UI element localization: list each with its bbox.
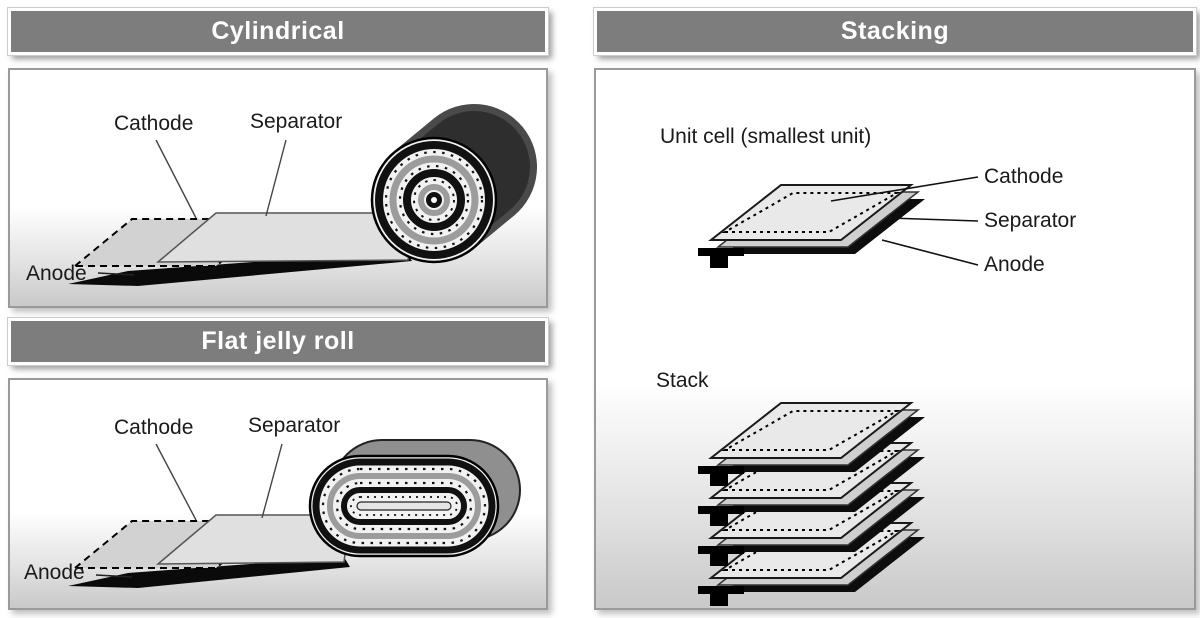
- label-anode: Anode: [984, 253, 1045, 276]
- label-separator: Separator: [248, 414, 341, 437]
- anode-leader-line: [881, 239, 979, 266]
- cylindrical-panel-header: Cylindrical: [7, 7, 549, 56]
- stacking-panel-title: Stacking: [840, 17, 950, 45]
- flat-roll-cross-section: [308, 454, 500, 558]
- stacking-illustration: [697, 176, 979, 607]
- stack-illustration: [697, 402, 926, 607]
- label-cathode: Cathode: [114, 416, 194, 439]
- anode-leader-line: [95, 574, 133, 578]
- separator-leader-line: [261, 443, 283, 519]
- anode-leader-line: [97, 272, 135, 276]
- cylindrical-illustration: [68, 104, 537, 286]
- label-anode: Anode: [24, 561, 85, 584]
- cylindrical-panel-title: Cylindrical: [211, 17, 345, 45]
- anode-sheet: [68, 557, 350, 588]
- flat-jelly-roll-illustration: [68, 439, 521, 588]
- cylindrical-panel-body: Cathode Separator Anode: [8, 68, 548, 308]
- cathode-leader-line: [830, 176, 979, 202]
- cathode-leader-line: [155, 139, 197, 219]
- stacking-panel-body: Unit cell (smallest unit) Cathode Separa…: [594, 68, 1196, 610]
- separator-leader-line: [888, 217, 979, 222]
- unit-cell-caption: Unit cell (smallest unit): [660, 125, 872, 148]
- label-cathode: Cathode: [984, 165, 1064, 188]
- flat-jelly-roll-panel-title: Flat jelly roll: [201, 327, 355, 355]
- flat-jelly-roll-panel-body: Cathode Separator Anode: [8, 378, 548, 610]
- label-cathode: Cathode: [114, 112, 194, 135]
- flat-jelly-roll-panel-header: Flat jelly roll: [7, 317, 549, 366]
- stack-caption: Stack: [656, 369, 709, 392]
- unit-cell-illustration: [697, 184, 926, 269]
- label-anode: Anode: [26, 262, 87, 285]
- label-separator: Separator: [984, 209, 1077, 232]
- jelly-roll-cross-section: [370, 136, 498, 264]
- cathode-leader-line: [155, 443, 197, 521]
- stacking-panel-header: Stacking: [593, 7, 1197, 56]
- label-separator: Separator: [250, 110, 343, 133]
- separator-leader-line: [265, 139, 287, 217]
